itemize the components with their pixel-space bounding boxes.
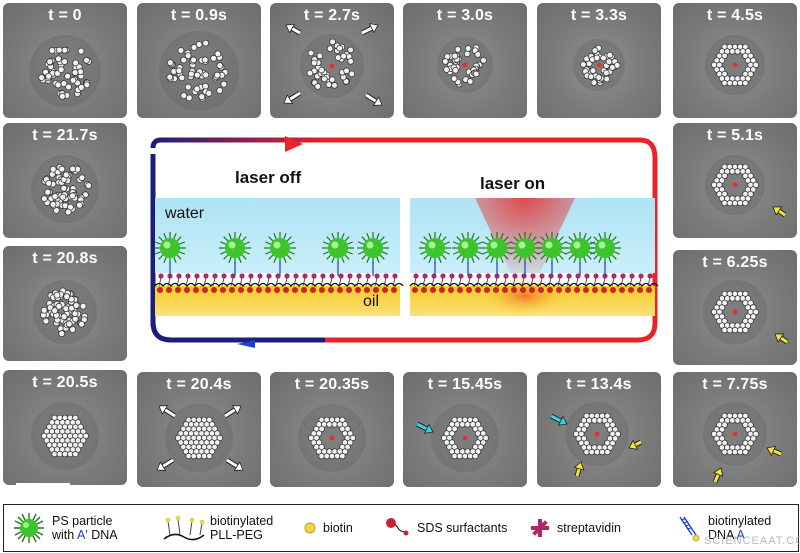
frame-time-label: t = 20.5s <box>32 374 98 391</box>
frame-t21-7: t = 21.7s <box>3 123 127 238</box>
frame-time-label: t = 0.9s <box>170 7 228 24</box>
schematic-panel: laser off laser on water oil <box>135 118 670 363</box>
particle-cluster <box>703 402 767 466</box>
arrow-overlay <box>156 405 244 471</box>
frame-t3-0: t = 3.0s <box>403 3 527 118</box>
frame-time-label: t = 20.35s <box>294 376 370 393</box>
frame-time-label: t = 13.4s <box>566 376 632 393</box>
arrow-left-icon <box>237 340 255 348</box>
particle-cluster <box>159 31 239 111</box>
frame-time-label: t = 2.7s <box>303 7 361 24</box>
particle-cluster <box>165 404 233 472</box>
particle-cluster <box>703 280 767 344</box>
laser-off-label: laser off <box>235 168 302 187</box>
frame-t15-45: t = 15.45s <box>403 372 527 487</box>
frame-t20-8: t = 20.8s <box>3 246 127 361</box>
frame-time-label: t = 21.7s <box>32 127 98 144</box>
frame-t5-1: t = 5.1s <box>673 123 797 238</box>
sds-surfactant-icon <box>386 518 409 536</box>
frame-t3-3: t = 3.3s <box>537 3 661 118</box>
arrow-overlay <box>549 413 643 477</box>
watermark: SCIENCEAAT.COM <box>704 535 800 547</box>
legend-streptavidin: streptavidin <box>529 505 621 551</box>
dna-icon <box>679 516 700 542</box>
arrow-overlay <box>415 421 434 434</box>
frame-time-label: t = 3.3s <box>570 7 628 24</box>
frame-time-label: t = 4.5s <box>706 7 764 24</box>
streptavidin-label: streptavidin <box>557 521 621 535</box>
frame-t13-4: t = 13.4s <box>537 372 661 487</box>
arrow-overlay <box>772 206 787 218</box>
particle-cluster <box>300 34 364 98</box>
arrow-right-icon <box>285 136 303 152</box>
legend-biotin: biotin <box>302 505 353 551</box>
particle-cluster <box>705 155 765 215</box>
streptavidin-icon <box>531 519 549 537</box>
frame-time-label: t = 0 <box>48 7 82 24</box>
sds-label: SDS surfactants <box>417 521 508 535</box>
schematic-drawing <box>150 136 659 348</box>
pll-peg-label-2: PLL-PEG <box>210 528 263 542</box>
particle-cluster <box>705 35 765 95</box>
ps-particle-icon <box>14 513 44 543</box>
particle-cluster <box>437 37 493 93</box>
particle-cluster <box>29 35 101 107</box>
frame-t0: t = 0 <box>3 3 127 118</box>
frame-t4-5: t = 4.5s <box>673 3 797 118</box>
frame-time-label: t = 20.4s <box>166 376 232 393</box>
particle-cluster <box>33 280 97 344</box>
legend: PS particle with A' DNA biotinylated PLL… <box>3 504 799 552</box>
arrow-overlay <box>774 333 789 345</box>
particle-cluster <box>298 404 366 472</box>
legend-sds: SDS surfactants <box>384 505 507 551</box>
frame-time-label: t = 6.25s <box>702 254 768 271</box>
oil-label: oil <box>363 293 380 310</box>
particle-cluster <box>573 39 625 91</box>
legend-pll-peg: biotinylated PLL-PEG <box>162 505 273 551</box>
particle-cluster <box>31 402 99 470</box>
particle-cluster <box>31 155 99 223</box>
arrow-overlay <box>283 23 383 106</box>
frame-t20-5: t = 20.5s <box>3 370 127 485</box>
frame-time-label: t = 3.0s <box>436 7 494 24</box>
pll-peg-label-1: biotinylated <box>210 514 274 528</box>
dna-label-2: DNA A <box>708 528 745 542</box>
frame-t20-35: t = 20.35s <box>270 372 394 487</box>
frame-t6-25: t = 6.25s <box>673 250 797 365</box>
ps-particle-label-1: PS particle <box>52 514 113 528</box>
biotin-label: biotin <box>323 521 353 535</box>
frame-time-label: t = 15.45s <box>427 376 503 393</box>
arrow-overlay <box>712 445 782 483</box>
legend-dna: biotinylated DNA A <box>676 505 771 551</box>
frame-t2-7: t = 2.7s <box>270 3 394 118</box>
frame-t0-9: t = 0.9s <box>137 3 261 118</box>
particle-cluster <box>565 402 629 466</box>
scale-bar <box>16 483 70 487</box>
water-label: water <box>165 205 205 222</box>
ps-particle-label-2: with A' DNA <box>52 528 118 542</box>
frame-time-label: t = 5.1s <box>706 127 764 144</box>
legend-ps-particle: PS particle with A' DNA <box>12 505 118 551</box>
laser-on-label: laser on <box>480 174 546 193</box>
biotin-icon <box>304 522 316 534</box>
frame-time-label: t = 20.8s <box>32 250 98 267</box>
frame-t7-75: t = 7.75s <box>673 372 797 487</box>
frame-time-label: t = 7.75s <box>702 376 768 393</box>
particle-cluster <box>431 404 499 472</box>
dna-label-1: biotinylated <box>708 514 772 528</box>
pll-peg-icon <box>163 515 205 541</box>
frame-t20-4: t = 20.4s <box>137 372 261 487</box>
